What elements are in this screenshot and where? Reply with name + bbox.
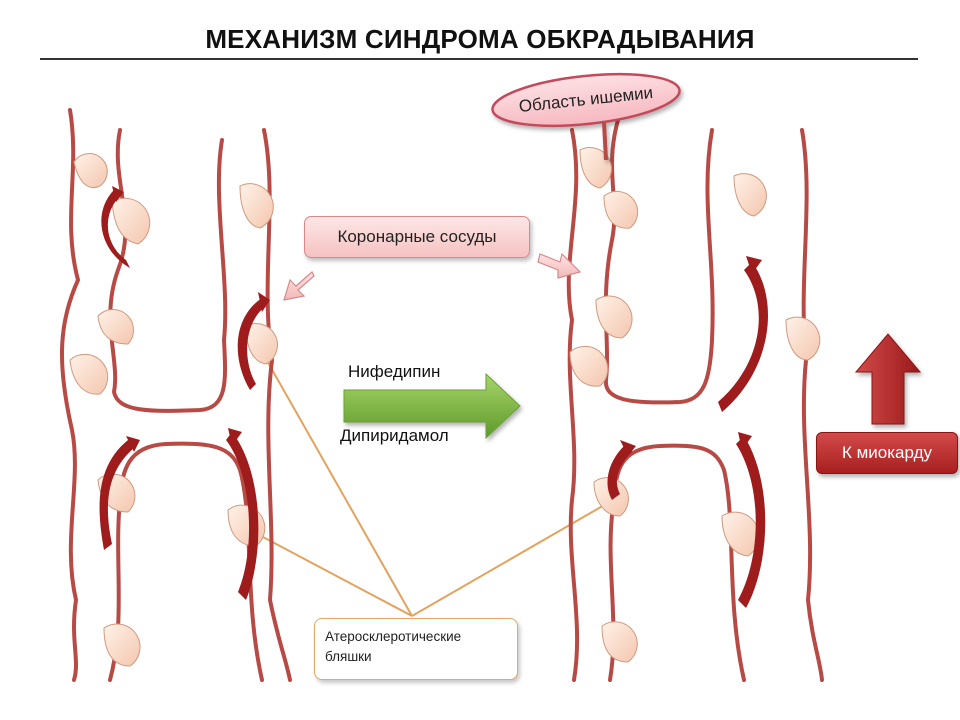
coronary-vessels-label: Коронарные сосуды <box>304 216 530 258</box>
down-right-arrow-icon <box>537 252 582 279</box>
plaque-pointer-lines <box>245 351 607 617</box>
plaque <box>69 353 109 395</box>
plaque <box>785 316 821 361</box>
plaque <box>595 295 633 339</box>
plaque <box>579 147 612 189</box>
curved-arrow-icon <box>718 262 768 412</box>
down-left-arrow-icon <box>283 271 315 301</box>
plaque <box>569 345 609 387</box>
curved-arrow-icon <box>736 436 766 608</box>
plaque <box>227 504 266 547</box>
right-plaques <box>569 147 821 663</box>
left-flow-arrows <box>99 186 270 600</box>
ischemia-callout <box>491 72 681 161</box>
plaques-label: Атеросклеротические бляшки <box>314 618 518 680</box>
coronary-pointer-arrows <box>283 252 582 301</box>
plaque <box>721 511 760 557</box>
curved-arrow-icon <box>607 446 632 500</box>
right-vessels <box>566 118 824 682</box>
curved-arrow-icon <box>226 432 259 600</box>
plaque <box>111 197 151 245</box>
plaque <box>603 190 639 229</box>
title-divider <box>40 58 918 60</box>
plaque <box>239 183 274 229</box>
drug-label-dipyridamole: Дипиридамол <box>340 426 449 445</box>
plaque <box>73 153 108 189</box>
drug-label-nifedipine: Нифедипин <box>348 362 441 381</box>
to-myocardium-label: К миокарду <box>816 432 958 474</box>
plaque <box>97 309 134 345</box>
drug-arrow <box>343 372 521 440</box>
slide-title: МЕХАНИЗМ СИНДРОМА ОБКРАДЫВАНИЯ <box>205 24 755 54</box>
curved-arrow-icon <box>101 188 130 268</box>
curved-arrow-icon <box>237 298 266 390</box>
plaque <box>733 173 767 217</box>
right-flow-arrows <box>607 256 768 608</box>
plaque <box>245 323 278 365</box>
plaque <box>601 621 638 663</box>
plaque <box>103 623 141 667</box>
curved-arrow-icon <box>99 440 134 550</box>
myocard-arrow <box>854 333 922 425</box>
right-arrow-icon <box>343 372 521 440</box>
up-arrow-icon <box>854 333 922 425</box>
